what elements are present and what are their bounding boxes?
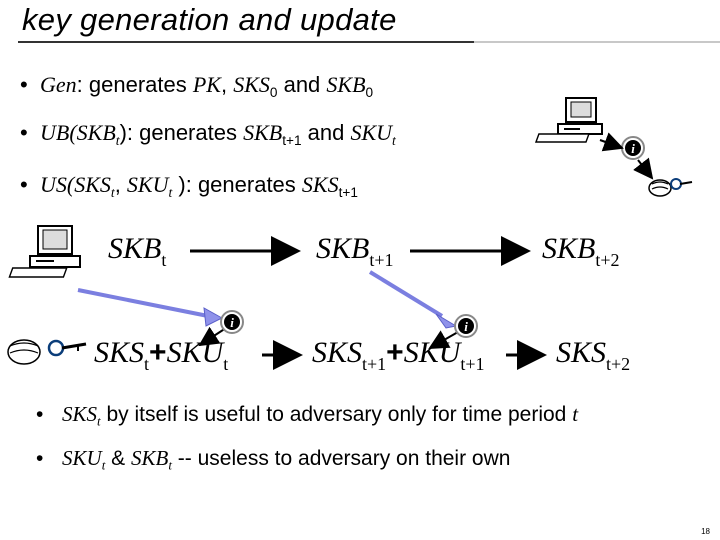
svg-text:i: i [631,141,635,156]
node-skb-t2: SKBt+2 [542,232,620,271]
node-skb-t: SKBt [108,232,166,271]
node-sks-t1-plus-sku-t1: SKSt+1+SKUt+1 [312,336,485,375]
svg-text:i: i [230,315,234,330]
key-hand-icon-left [8,340,86,364]
key-hand-icon [649,179,692,196]
node-sks-t2: SKSt+2 [556,336,630,375]
node-skb-t1: SKBt+1 [316,232,394,271]
computer-icon-left [9,226,80,277]
note-sku-skb-useless: •SKUt & SKBt -- useless to adversary on … [36,446,510,474]
info-icon: i [622,137,644,159]
note-sks-useful: •SKSt by itself is useful to adversary o… [36,402,578,430]
arrow-computer-to-info [600,140,622,148]
computer-icon [536,98,602,142]
info-icon-1: i [221,311,243,333]
node-sks-t-plus-sku-t: SKSt+SKUt [94,336,228,375]
page-number: 18 [701,527,710,536]
blue-arrow-2 [370,272,456,328]
info-icon-2: i [455,315,477,337]
blue-arrow-1 [78,290,222,326]
arrow-info-to-key [638,160,652,178]
svg-text:i: i [464,319,468,334]
